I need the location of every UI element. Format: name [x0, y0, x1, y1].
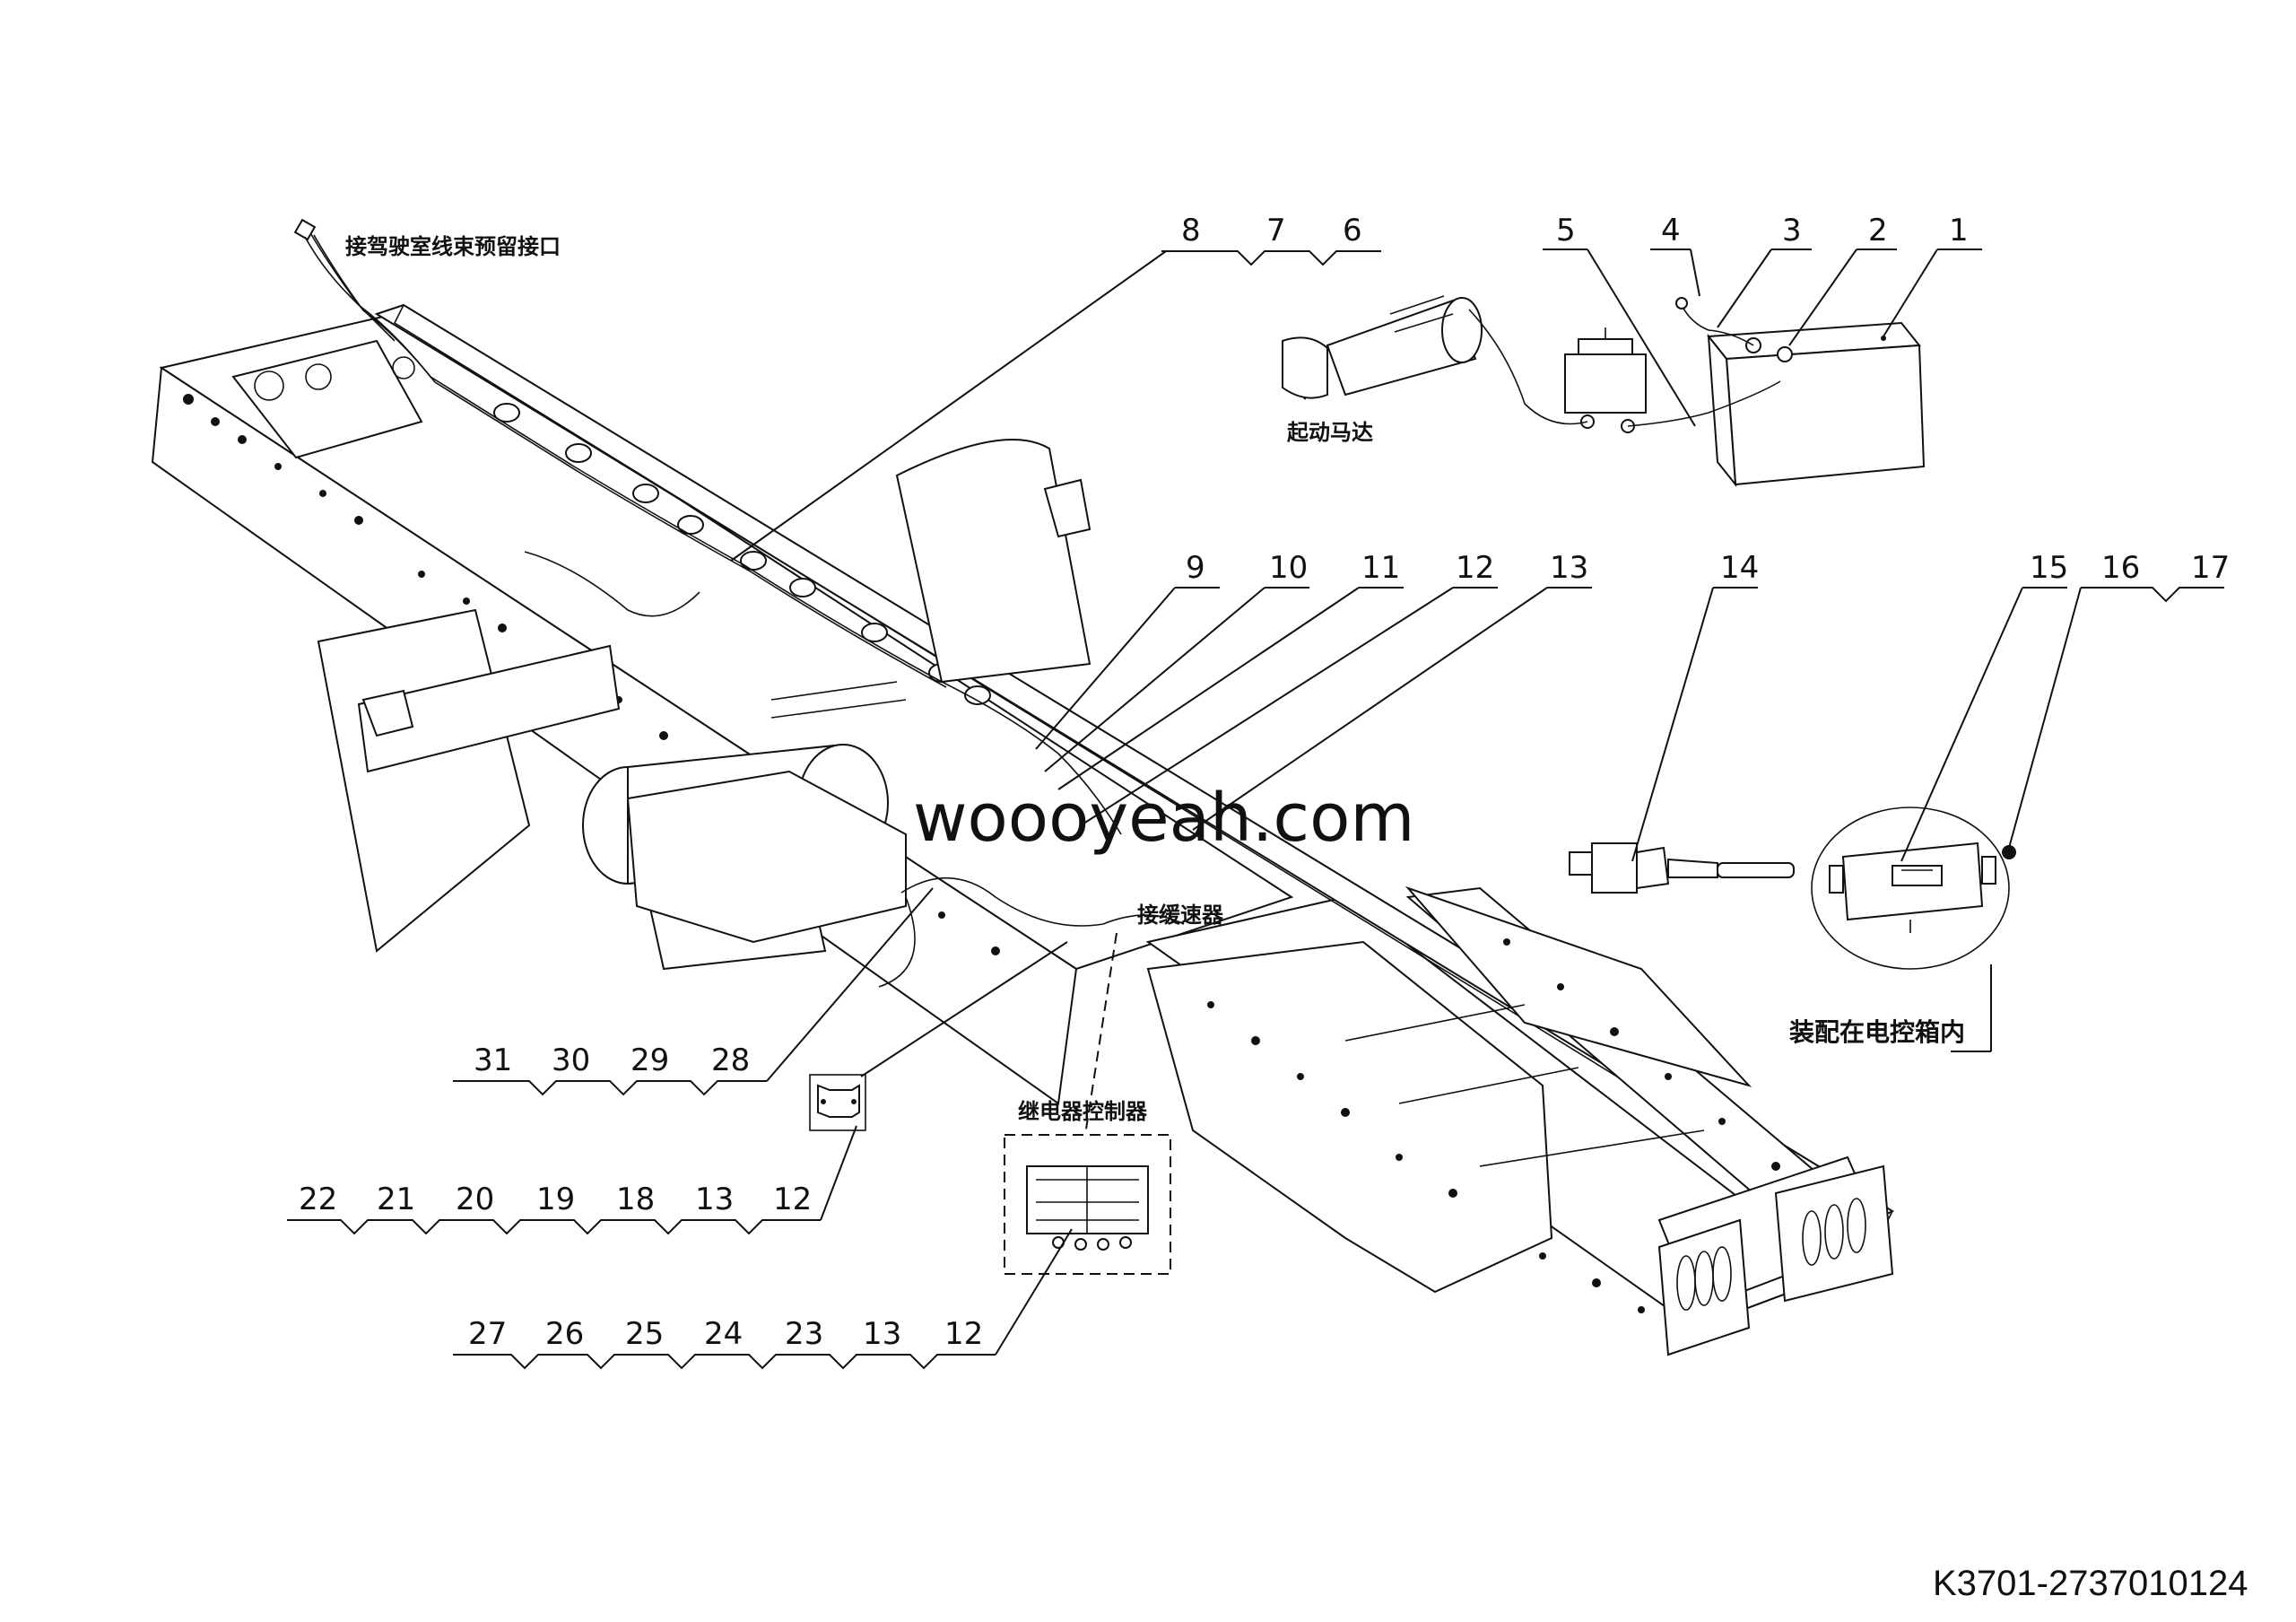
callout-15: 15	[2030, 550, 2068, 586]
callout-19: 19	[536, 1182, 575, 1217]
callout-5: 5	[1556, 213, 1576, 249]
small-bracket-box	[809, 1074, 866, 1131]
callout-22: 22	[299, 1182, 337, 1217]
callout-13: 13	[1550, 550, 1588, 586]
callout-13b: 13	[695, 1182, 734, 1217]
callout-24: 24	[704, 1316, 743, 1352]
cab-harness-connector	[293, 218, 396, 342]
electronic-control-box	[1811, 807, 2016, 970]
callout-28: 28	[711, 1042, 750, 1078]
battery-cables	[1468, 297, 1781, 427]
drawing-number: K3701-2737010124	[1933, 1564, 2248, 1603]
callout-29: 29	[631, 1042, 669, 1078]
callout-numbers: 8 7 6 5 4 3 2 1 9 10 11 12 13 14 15 16 1…	[299, 213, 2230, 1352]
relay-controller-box	[1004, 932, 1171, 1275]
callout-17: 17	[2191, 550, 2230, 586]
starter-motor	[1282, 295, 1483, 400]
text-labels: 接驾驶室线束预留接口 起动马达 接缓速器 继电器控制器 装配在电控箱内	[345, 234, 1965, 1124]
callout-30: 30	[552, 1042, 590, 1078]
callout-23: 23	[785, 1316, 823, 1352]
callout-8: 8	[1181, 213, 1201, 249]
callout-3: 3	[1782, 213, 1802, 249]
callout-12c: 12	[944, 1316, 983, 1352]
callout-7: 7	[1266, 213, 1286, 249]
leader-lines	[287, 249, 2224, 1370]
callout-27: 27	[468, 1316, 507, 1352]
battery-master-switch	[1569, 842, 1795, 894]
callout-16: 16	[2101, 550, 2140, 586]
callout-2: 2	[1868, 213, 1888, 249]
callout-11: 11	[1361, 550, 1400, 586]
callout-1: 1	[1949, 213, 1969, 249]
watermark: woooyeah.com	[913, 780, 1414, 857]
label-cab-harness-connector: 接驾驶室线束预留接口	[345, 234, 561, 259]
label-in-electric-box: 装配在电控箱内	[1789, 1017, 1965, 1047]
callout-12b: 12	[773, 1182, 812, 1217]
callout-9: 9	[1186, 550, 1205, 586]
callout-21: 21	[377, 1182, 415, 1217]
chassis-frame	[151, 303, 1895, 1356]
callout-12: 12	[1456, 550, 1494, 586]
callout-18: 18	[616, 1182, 655, 1217]
callout-14: 14	[1720, 550, 1759, 586]
starter-relay	[1564, 327, 1647, 433]
callout-26: 26	[545, 1316, 584, 1352]
callout-20: 20	[456, 1182, 494, 1217]
mudguards-and-tanks	[317, 439, 1091, 971]
battery	[1707, 321, 1926, 488]
callout-6: 6	[1343, 213, 1362, 249]
callout-10: 10	[1269, 550, 1308, 586]
label-starter-motor: 起动马达	[1286, 420, 1373, 445]
callout-13c: 13	[863, 1316, 901, 1352]
callout-25: 25	[625, 1316, 664, 1352]
label-connect-speed-sensor: 接缓速器	[1137, 903, 1224, 928]
callout-4: 4	[1661, 213, 1681, 249]
callout-31: 31	[474, 1042, 512, 1078]
label-relay-controller: 继电器控制器	[1018, 1099, 1148, 1124]
